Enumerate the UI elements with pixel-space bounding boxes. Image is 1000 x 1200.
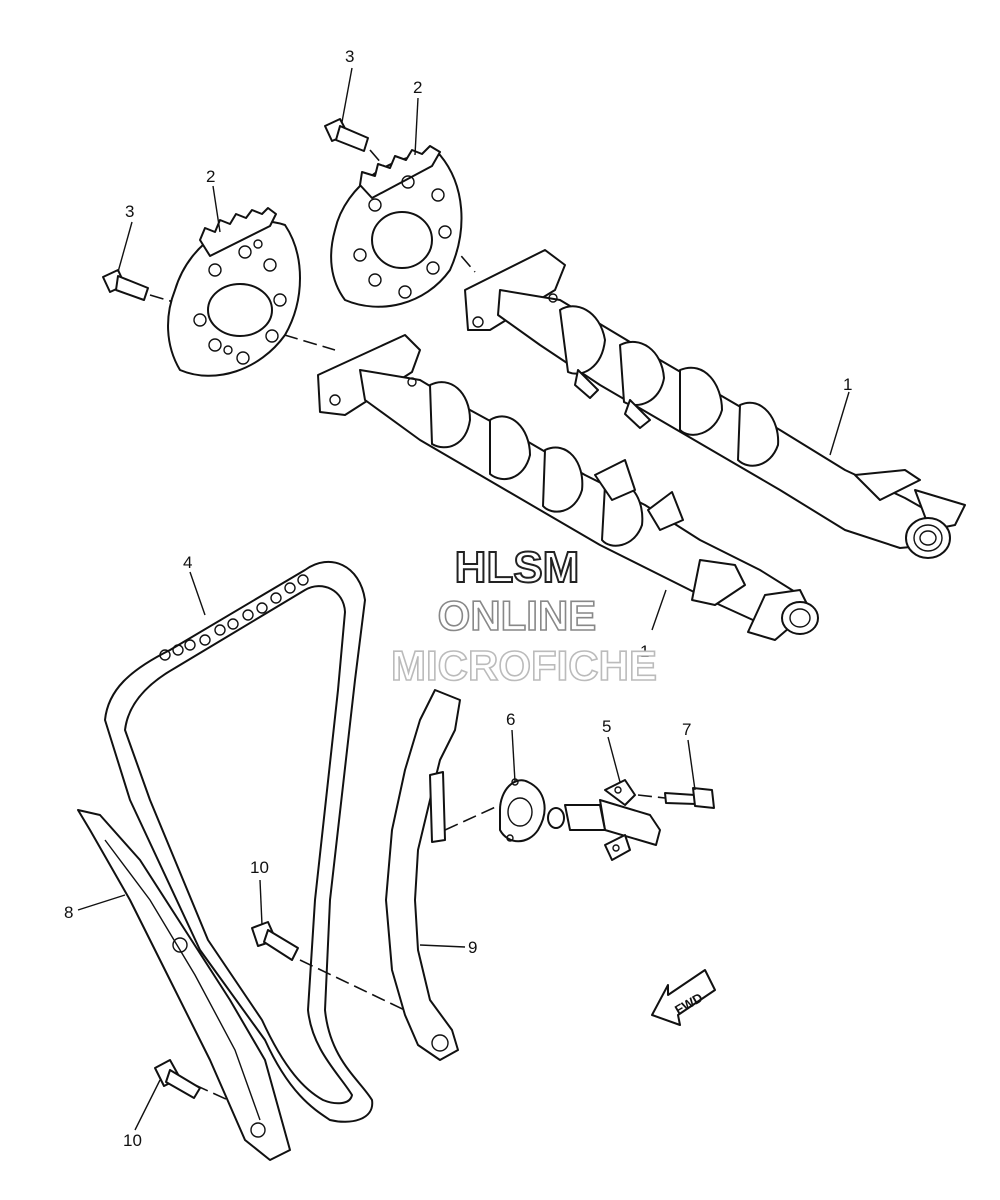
callout-bolt-right: 3 (345, 47, 354, 66)
callout-guide-bolt-upper: 10 (250, 858, 269, 877)
guide-bolt-upper (251, 921, 299, 961)
watermark-line3: MICROFICHE (391, 642, 657, 689)
bolt-right (324, 118, 369, 152)
tensioner-bolt (664, 787, 715, 809)
watermark: HLSM ONLINE MICROFICHE (390, 542, 658, 690)
camshaft-upper (464, 249, 966, 559)
callout-guide-intake: 8 (64, 903, 73, 922)
bolt-left (102, 269, 149, 301)
callout-cam-upper: 1 (843, 375, 852, 394)
callout-guide-bolt-lower: 10 (123, 1131, 142, 1150)
callout-sprocket-left: 2 (206, 167, 215, 186)
watermark-line1: HLSM (455, 543, 580, 592)
camshaft-lower (317, 334, 819, 641)
callout-guide-exhaust: 9 (468, 938, 477, 957)
watermark-line2: ONLINE (438, 592, 597, 639)
chain-guide-intake (77, 809, 291, 1161)
sprocket-left (167, 207, 301, 377)
callout-gasket: 6 (506, 710, 515, 729)
gasket (499, 778, 546, 843)
callout-tensioner: 5 (602, 717, 611, 736)
sprocket-right (330, 145, 463, 308)
callout-labels: 1 1 2 2 3 3 4 5 6 7 8 9 10 10 (64, 47, 852, 1150)
leader-lines (77, 67, 850, 1131)
fwd-arrow-icon: FWD (651, 969, 716, 1026)
cam-chain (104, 560, 374, 1123)
chain-tensioner (547, 779, 661, 861)
callout-tensioner-bolt: 7 (682, 720, 691, 739)
callout-bolt-left: 3 (125, 202, 134, 221)
guide-bolt-lower (154, 1059, 201, 1099)
callout-chain: 4 (183, 553, 192, 572)
callout-cam-lower: 1 (640, 642, 649, 661)
callout-sprocket-right: 2 (413, 78, 422, 97)
chain-guide-exhaust (385, 689, 461, 1061)
